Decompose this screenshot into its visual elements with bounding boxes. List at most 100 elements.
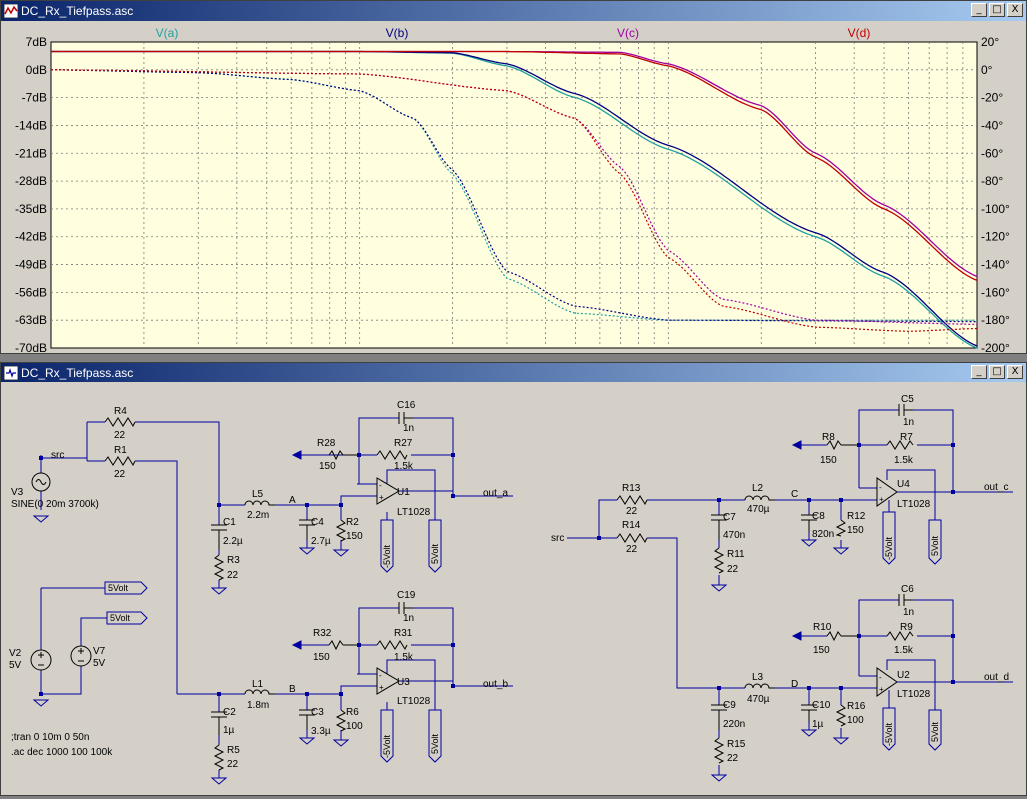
label-c8-name[interactable]: C8 <box>812 511 825 522</box>
trace-name-label[interactable]: V(c) <box>617 26 639 40</box>
label-l3-name[interactable]: L3 <box>752 672 764 683</box>
trace-name-label[interactable]: V(a) <box>156 26 179 40</box>
label-l1-name[interactable]: L1 <box>252 679 264 690</box>
label-r9-name[interactable]: R9 <box>900 622 913 633</box>
label-r5-value: 22 <box>227 759 239 770</box>
label-r7-name[interactable]: R7 <box>900 432 913 443</box>
label-l5-name[interactable]: L5 <box>252 489 264 500</box>
label-r28-name[interactable]: R28 <box>317 438 336 449</box>
label-r31-name[interactable]: R31 <box>394 628 413 639</box>
label-v3-name[interactable]: V3 <box>11 487 24 498</box>
label-r15-name[interactable]: R15 <box>727 739 746 750</box>
schematic-maximize-button[interactable]: □ <box>989 365 1005 379</box>
label-r27-name[interactable]: R27 <box>394 438 413 449</box>
label-u1-name[interactable]: U1 <box>397 487 410 498</box>
label-l2-name[interactable]: L2 <box>752 483 764 494</box>
label-c3-name[interactable]: C3 <box>311 707 324 718</box>
spice-directive-tran[interactable]: ;tran 0 10m 0 50n <box>11 732 89 743</box>
label-r1-value: 22 <box>114 469 126 480</box>
svg-text:+: + <box>879 685 884 694</box>
label-r32-name[interactable]: R32 <box>313 628 332 639</box>
label-c19-name[interactable]: C19 <box>397 590 416 601</box>
trace-phase <box>50 69 977 321</box>
schematic-titlebar[interactable]: DC_Rx_Tiefpass.asc _ □ X <box>1 363 1026 383</box>
label-c9-name[interactable]: C9 <box>723 700 736 711</box>
label-r2-name[interactable]: R2 <box>346 517 359 528</box>
label-v7-name[interactable]: V7 <box>93 646 106 657</box>
y-tick-label-right: -20° <box>981 91 1003 105</box>
label-c2-value: 1µ <box>223 725 235 736</box>
label-c2-name[interactable]: C2 <box>223 707 236 718</box>
label-r10-name[interactable]: R10 <box>813 622 832 633</box>
net-flag-5volt-2: 5Volt <box>110 613 131 623</box>
label-c7-name[interactable]: C7 <box>723 512 736 523</box>
opamp-symbols <box>376 477 898 697</box>
net-flag-neg5volt-u1: -5Volt <box>382 544 392 568</box>
label-r2-value: 150 <box>346 531 363 542</box>
label-r27-value: 1.5k <box>394 461 414 472</box>
y-tick-label-right: -160° <box>981 285 1010 299</box>
schematic-svg[interactable]: -+ -+ -+ -+ <box>1 382 1024 794</box>
trace-name-label[interactable]: V(b) <box>386 26 409 40</box>
label-u3-value: LT1028 <box>397 696 431 707</box>
label-r11-name[interactable]: R11 <box>727 549 745 560</box>
label-r32-value: 150 <box>313 652 330 663</box>
label-r12-name[interactable]: R12 <box>847 511 866 522</box>
label-v2-name[interactable]: V2 <box>9 648 22 659</box>
schematic-minimize-button[interactable]: _ <box>971 365 987 379</box>
y-tick-label-left: -35dB <box>15 202 47 216</box>
capacitor-symbols <box>211 404 913 735</box>
label-c6-name[interactable]: C6 <box>901 584 914 595</box>
label-c1-name[interactable]: C1 <box>223 517 236 528</box>
label-r28-value: 150 <box>319 461 336 472</box>
y-tick-label-right: -200° <box>981 341 1010 352</box>
svg-text:+: + <box>879 495 884 504</box>
trace-magnitude <box>51 50 978 281</box>
waveform-close-button[interactable]: X <box>1007 3 1023 17</box>
label-r6-name[interactable]: R6 <box>346 707 359 718</box>
net-label-b: B <box>289 684 296 695</box>
label-c9-value: 220n <box>723 719 745 730</box>
label-u3-name[interactable]: U3 <box>397 677 410 688</box>
label-r13-name[interactable]: R13 <box>622 483 641 494</box>
label-u2-name[interactable]: U2 <box>897 670 910 681</box>
waveform-minimize-button[interactable]: _ <box>971 3 987 17</box>
label-c4-name[interactable]: C4 <box>311 517 324 528</box>
y-tick-label-left: -28dB <box>15 174 47 188</box>
waveform-maximize-button[interactable]: □ <box>989 3 1005 17</box>
bode-chart[interactable]: 7dB0dB-7dB-14dB-21dB-28dB-35dB-42dB-49dB… <box>2 21 1025 367</box>
trace-name-label[interactable]: V(d) <box>848 26 871 40</box>
label-r8-name[interactable]: R8 <box>822 432 835 443</box>
label-r3-name[interactable]: R3 <box>227 555 240 566</box>
label-u4-name[interactable]: U4 <box>897 479 910 490</box>
label-u4-value: LT1028 <box>897 499 931 510</box>
svg-text:-: - <box>379 671 382 680</box>
label-c10-name[interactable]: C10 <box>812 700 831 711</box>
label-l3-value: 470µ <box>747 694 770 705</box>
label-r10-value: 150 <box>813 645 830 656</box>
label-r1-name[interactable]: R1 <box>114 445 127 456</box>
svg-text:-: - <box>879 483 882 492</box>
y-tick-label-left: -49dB <box>15 258 47 272</box>
waveform-titlebar[interactable]: DC_Rx_Tiefpass.asc _ □ X <box>1 1 1026 21</box>
label-c5-name[interactable]: C5 <box>901 394 914 405</box>
label-r4-name[interactable]: R4 <box>114 406 127 417</box>
label-v2-value: 5V <box>9 660 22 671</box>
label-r7-value: 1.5k <box>894 455 914 466</box>
label-l1-value: 1.8m <box>247 700 269 711</box>
label-r5-name[interactable]: R5 <box>227 745 240 756</box>
spice-directive-ac[interactable]: .ac dec 1000 100 100k <box>11 747 113 758</box>
label-c16-name[interactable]: C16 <box>397 400 416 411</box>
label-c5-value: 1n <box>903 417 914 428</box>
net-label-out-d: out_d <box>984 672 1009 683</box>
label-r16-name[interactable]: R16 <box>847 701 866 712</box>
schematic-canvas[interactable]: -+ -+ -+ -+ <box>1 382 1024 792</box>
label-r14-name[interactable]: R14 <box>622 520 641 531</box>
net-label-out-a: out_a <box>483 488 508 499</box>
schematic-close-button[interactable]: X <box>1007 365 1023 379</box>
net-labels: src A B C D src out_a out_b out_c out_d … <box>51 450 1009 758</box>
label-v3-value: SINE(0 20m 3700k) <box>11 499 99 510</box>
y-tick-label-left: -14dB <box>15 118 47 132</box>
net-flag-symbols <box>104 440 942 763</box>
